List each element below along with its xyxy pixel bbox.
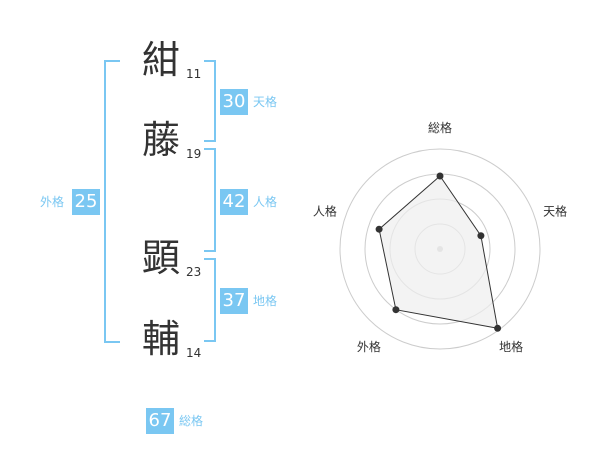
jinkaku-value: 42 xyxy=(220,189,248,215)
radar-axis-label-5: 人格 xyxy=(313,204,337,219)
stroke-count-2: 19 xyxy=(186,147,202,161)
radar-point-3 xyxy=(494,324,502,332)
name-char-4: 輔 xyxy=(141,317,180,361)
radar-axis-label-2: 天格 xyxy=(543,204,567,219)
radar-point-5 xyxy=(375,225,383,233)
tenkaku-value: 30 xyxy=(220,89,248,115)
soukaku-label: 総格 xyxy=(179,414,204,428)
radar-axis-label-3: 地格 xyxy=(499,339,523,354)
radar-ring-4 xyxy=(339,148,541,350)
stroke-count-4: 14 xyxy=(186,346,202,360)
gaikaku-value: 25 xyxy=(72,189,100,215)
chikaku-bracket xyxy=(204,258,216,342)
soukaku-value: 67 xyxy=(146,408,174,434)
radar-axis-label-1: 総格 xyxy=(428,120,452,135)
stroke-count-3: 23 xyxy=(186,265,202,279)
name-char-2: 藤 xyxy=(141,118,180,162)
radar-data-polygon xyxy=(378,175,499,329)
gaikaku-bracket xyxy=(104,60,120,343)
jinkaku-label: 人格 xyxy=(253,195,278,209)
tenkaku-bracket xyxy=(204,60,216,142)
chikaku-value: 37 xyxy=(220,288,248,314)
radar-axis-label-4: 外格 xyxy=(357,339,381,354)
radar-point-4 xyxy=(392,306,400,314)
gaikaku-label: 外格 xyxy=(40,195,65,209)
radar-point-1 xyxy=(436,172,444,180)
chikaku-label: 地格 xyxy=(253,294,278,308)
radar-point-2 xyxy=(477,232,485,240)
tenkaku-label: 天格 xyxy=(253,95,278,109)
jinkaku-bracket xyxy=(204,148,216,252)
name-char-3: 顕 xyxy=(141,236,180,280)
stroke-count-1: 11 xyxy=(186,67,202,81)
name-char-1: 紺 xyxy=(141,38,180,82)
